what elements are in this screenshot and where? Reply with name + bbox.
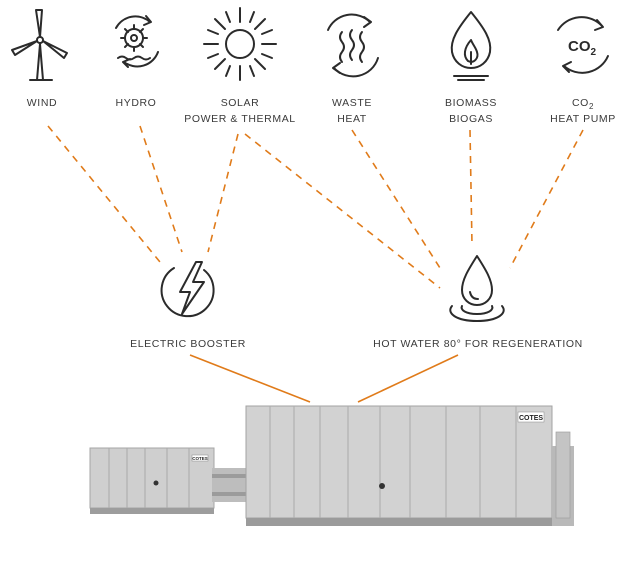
solar-label-line1: SOLAR (221, 97, 260, 109)
hydro-wheel-icon (115, 15, 159, 68)
connector-solar-electric (207, 133, 239, 253)
solar-source: SOLAR POWER & THERMAL (184, 7, 296, 125)
connector-biomass-hotwater (469, 129, 473, 246)
waste-heat-source: WASTE HEAT (327, 13, 379, 125)
electric-booster-hub: ELECTRIC BOOSTER (130, 261, 246, 350)
co2-cycle-icon (557, 16, 609, 74)
co2-label-line1: CO2 (572, 97, 594, 111)
heat-waves-icon (327, 13, 379, 78)
hot-water-label: HOT WATER 80° FOR REGENERATION (373, 338, 583, 350)
biomass-source: BIOMASS BIOGAS (445, 11, 497, 125)
hydro-label: HYDRO (116, 97, 157, 109)
connector-wind-electric (47, 125, 161, 263)
hot-water-hub: HOT WATER 80° FOR REGENERATION (373, 255, 583, 350)
connector-waste-hotwater (351, 129, 441, 269)
biomass-label-line2: BIOGAS (449, 113, 493, 125)
connector-electric-unit (189, 354, 311, 403)
waste-label-line2: HEAT (337, 113, 367, 125)
sun-icon (203, 7, 277, 81)
small-module: COTES (89, 447, 215, 514)
wind-source: WIND (11, 9, 68, 109)
cotes-dehumidifier-unit: COTES COTES (89, 405, 574, 526)
lightning-circle-icon (160, 261, 215, 318)
connecting-duct (212, 468, 248, 502)
connector-co2-hotwater (509, 129, 584, 269)
hydro-source: HYDRO (115, 15, 159, 109)
wind-label: WIND (27, 97, 57, 109)
large-module: COTES (245, 405, 574, 526)
wind-turbine-icon (11, 9, 68, 81)
solar-label-line2: POWER & THERMAL (184, 113, 296, 125)
flame-icon (450, 11, 492, 81)
biomass-label-line1: BIOMASS (445, 97, 497, 109)
connector-solar-hotwater (244, 133, 441, 289)
connector-hotwater-unit (357, 354, 459, 403)
electric-booster-label: ELECTRIC BOOSTER (130, 338, 246, 350)
co2-label-line2: HEAT PUMP (550, 113, 616, 125)
co2-heat-pump-source: CO2 CO2 HEAT PUMP (550, 16, 616, 125)
water-drop-icon (449, 255, 505, 322)
connector-hydro-electric (139, 125, 183, 253)
co2-icon-text: CO2 (568, 38, 597, 58)
small-module-logo: COTES (192, 456, 208, 461)
connector-lines (47, 125, 584, 403)
large-module-logo: COTES (519, 415, 543, 422)
waste-label-line1: WASTE (332, 97, 372, 109)
